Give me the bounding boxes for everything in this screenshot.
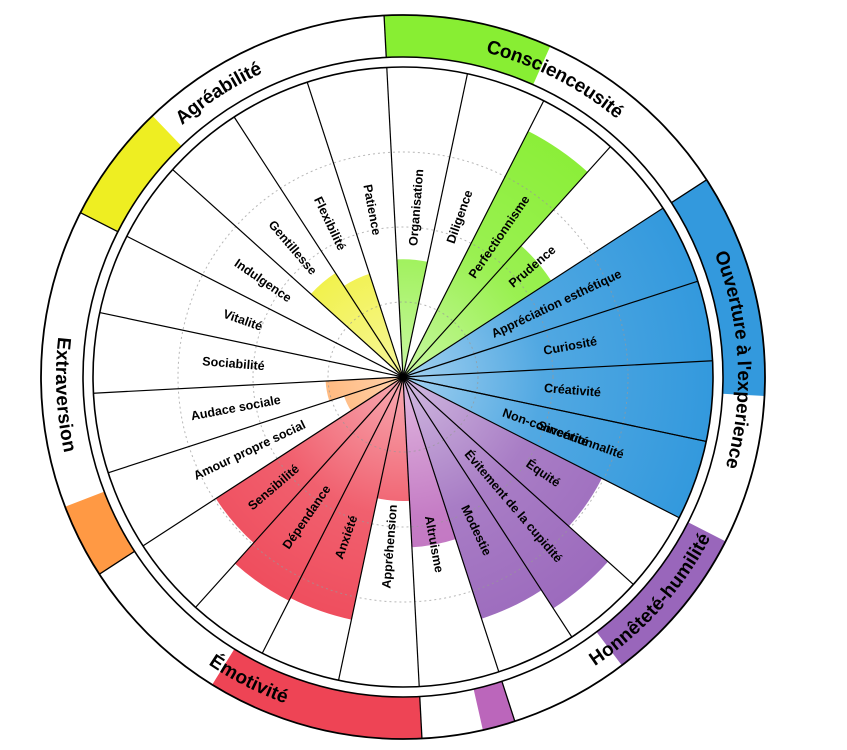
facet-divider bbox=[402, 207, 664, 378]
domain-boundary bbox=[383, 15, 387, 58]
domain-boundary bbox=[501, 681, 516, 722]
facet-divider bbox=[386, 67, 404, 378]
gridline-circle bbox=[327, 301, 479, 453]
domain-score-agreabilite bbox=[80, 115, 182, 232]
ring-inner-edge bbox=[82, 56, 724, 698]
facet-label-organisation: Organisation bbox=[406, 169, 426, 247]
facet-divider bbox=[306, 81, 404, 378]
facet-divider bbox=[402, 73, 469, 378]
facet-divider bbox=[99, 311, 404, 378]
facet-divider bbox=[402, 100, 545, 378]
facet-divider bbox=[402, 146, 611, 378]
gridline-circle bbox=[252, 226, 554, 528]
domain-boundary bbox=[80, 212, 119, 233]
domain-score-ouverture-a-l-experience bbox=[671, 179, 765, 396]
ring-outlines bbox=[40, 14, 766, 740]
facet-divider bbox=[402, 376, 680, 519]
facet-divider bbox=[107, 376, 404, 474]
domain-boundary bbox=[419, 696, 423, 739]
facet-divider bbox=[402, 376, 634, 585]
facet-divider bbox=[233, 116, 404, 378]
domain-ring bbox=[41, 15, 765, 739]
facet-label-creativite: Créativité bbox=[544, 381, 602, 399]
domain-score-conscienceusite bbox=[384, 15, 551, 85]
domain-boundary bbox=[99, 550, 135, 575]
facet-divider bbox=[402, 280, 699, 378]
facet-divider bbox=[402, 376, 573, 638]
domain-ring-bg-extraversion bbox=[41, 212, 135, 575]
center-point bbox=[400, 374, 406, 380]
facet-label-apprehension: Appréhension bbox=[379, 504, 400, 589]
domain-ring-bg-agreabilite bbox=[80, 15, 387, 232]
facet-divider bbox=[261, 376, 404, 654]
facet-divider bbox=[172, 169, 404, 378]
facet-divider bbox=[195, 376, 404, 608]
domain-score-altruisme bbox=[473, 681, 515, 731]
facet-divider bbox=[402, 376, 500, 673]
facet-divider bbox=[142, 376, 404, 547]
facet-divider bbox=[402, 360, 713, 378]
domain-boundary bbox=[671, 179, 707, 204]
facet-divider bbox=[93, 376, 404, 394]
ring-outer-edge bbox=[40, 14, 766, 740]
domain-score-extraversion bbox=[65, 491, 135, 575]
facet-divider bbox=[402, 376, 420, 687]
facet-label-sociabilite: Sociabilité bbox=[202, 354, 265, 373]
facet-dividers bbox=[93, 67, 713, 687]
facet-divider bbox=[126, 235, 404, 378]
gridline-circle bbox=[177, 151, 629, 603]
facet-divider bbox=[402, 376, 707, 443]
domain-score-emotivite bbox=[212, 648, 422, 739]
inner-circle bbox=[92, 66, 714, 688]
facet-divider bbox=[337, 376, 404, 681]
